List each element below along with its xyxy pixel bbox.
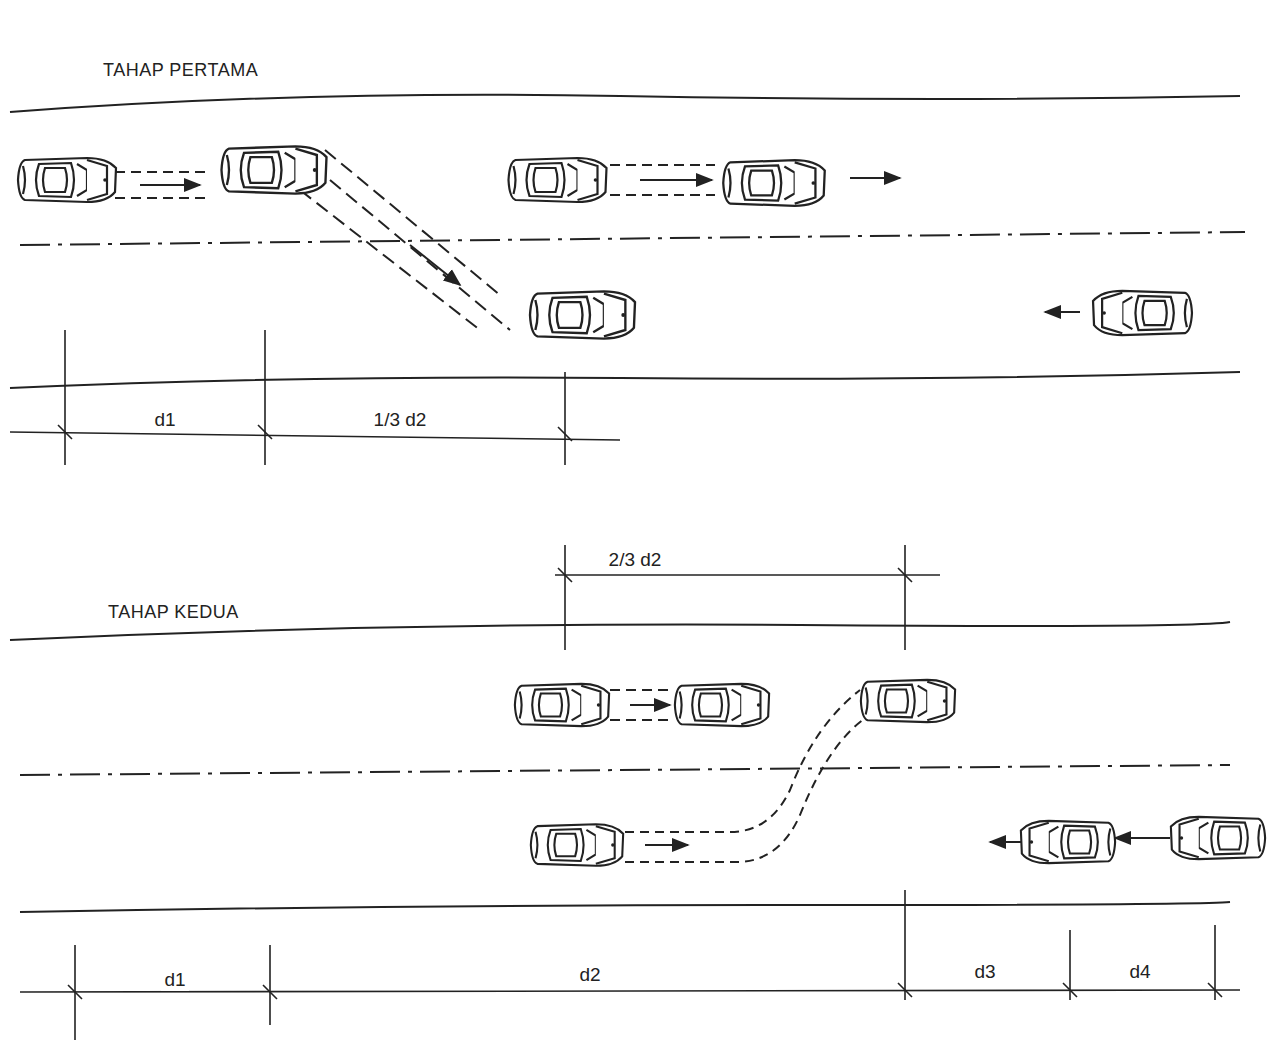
dimension-label: d2: [576, 964, 603, 986]
dimension-label: d1: [161, 969, 188, 991]
dimension-label: 2/3 d2: [606, 549, 665, 571]
dimension-label: d4: [1126, 961, 1153, 983]
dimension-label: d1: [151, 409, 178, 431]
stage-heading: TAHAP PERTAMA: [100, 60, 261, 81]
dimension-label: 1/3 d2: [371, 409, 430, 431]
stage-heading: TAHAP KEDUA: [105, 602, 242, 623]
dimension-label: d3: [971, 961, 998, 983]
